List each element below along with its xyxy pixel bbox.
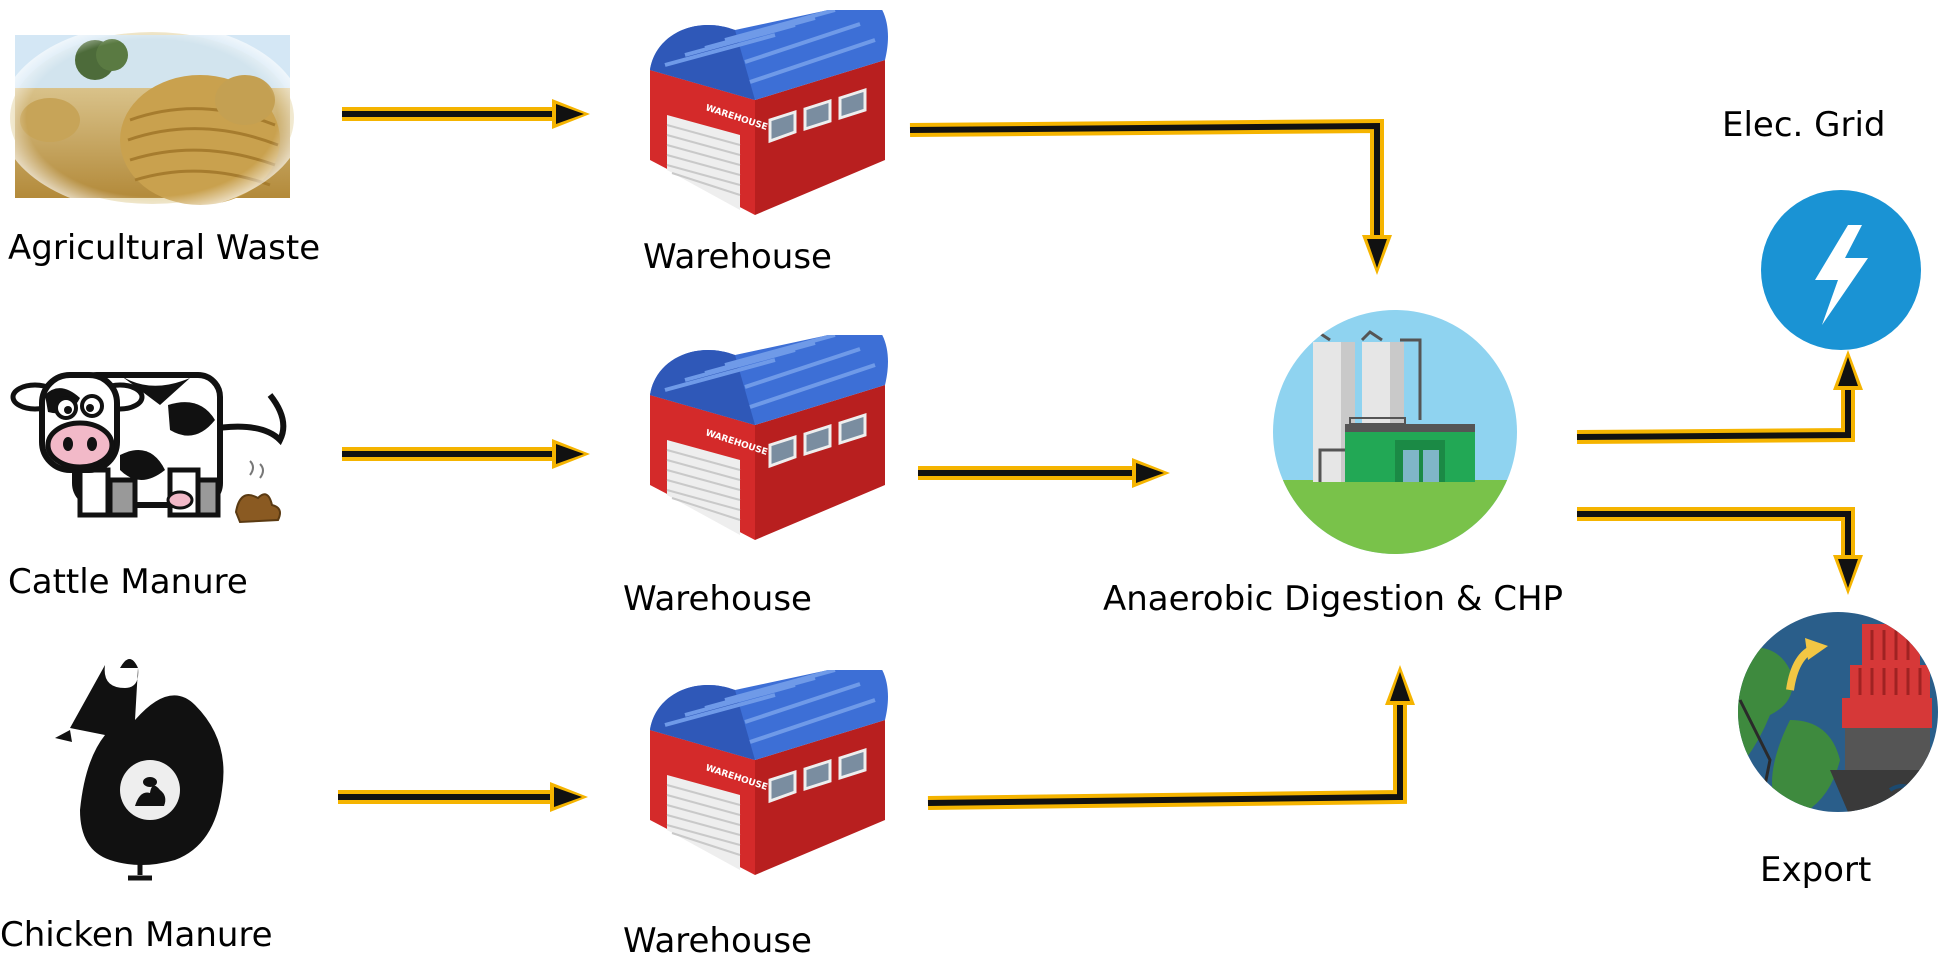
hay-bale-icon [0, 23, 304, 213]
warehouse-icon [648, 10, 890, 217]
label-cattle-manure: Cattle Manure [8, 562, 248, 602]
warehouse-icon [648, 335, 890, 542]
label-digester: Anaerobic Digestion & CHP [1103, 579, 1564, 619]
label-agricultural-waste: Agricultural Waste [8, 228, 321, 268]
arrow-digester-to-export [1577, 507, 1863, 595]
label-grid: Elec. Grid [1722, 105, 1886, 145]
label-warehouse-2: Warehouse [623, 579, 812, 619]
arrow-warehouse2-to-digester [918, 458, 1170, 488]
arrow-warehouse3-to-digester [927, 665, 1415, 810]
lightning-icon [1761, 190, 1921, 350]
chicken-icon [55, 659, 224, 881]
arrow-cattle-to-warehouse [342, 439, 590, 469]
label-chicken-manure: Chicken Manure [0, 915, 273, 955]
warehouse-icon [648, 670, 890, 877]
arrow-agri-to-warehouse [342, 99, 590, 129]
arrow-digester-to-grid [1576, 350, 1863, 444]
flow-arrows [338, 99, 1863, 812]
label-export: Export [1760, 850, 1872, 890]
biogas-plant-icon [1273, 310, 1517, 554]
label-warehouse-3: Warehouse [623, 921, 812, 961]
ship-globe-icon [1738, 612, 1938, 812]
label-warehouse-1: Warehouse [643, 237, 832, 277]
arrow-chicken-to-warehouse [338, 782, 588, 812]
arrow-warehouse1-to-digester [909, 118, 1392, 275]
cow-icon [10, 372, 287, 524]
